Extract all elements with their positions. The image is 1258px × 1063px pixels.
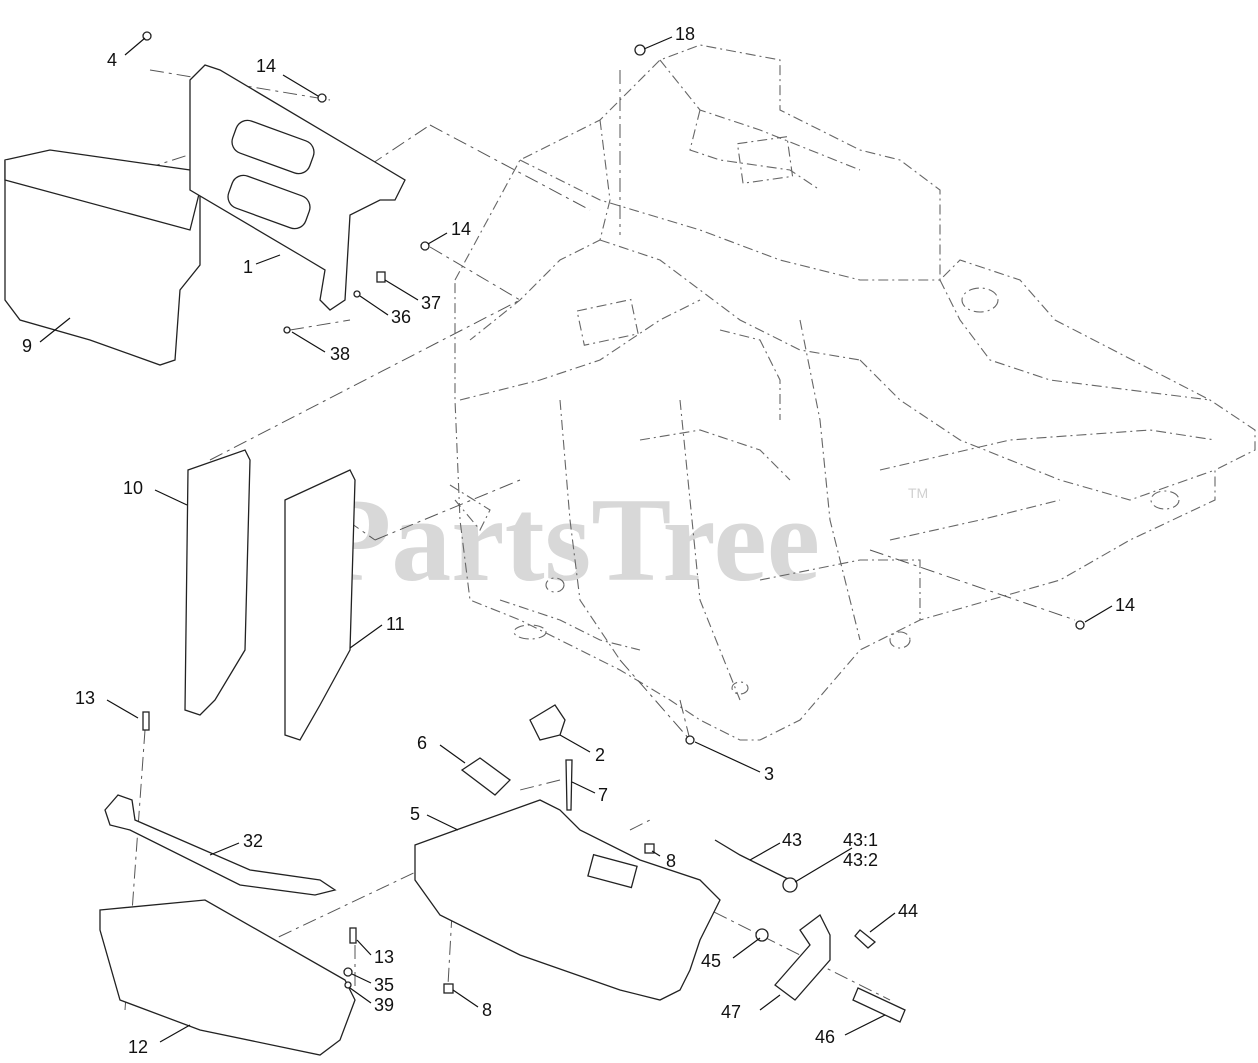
callout-46[interactable]: 46 [815, 1027, 835, 1047]
main-frame [449, 44, 1256, 741]
part-13-screw-left[interactable] [142, 711, 150, 731]
callout-1[interactable]: 1 [243, 257, 253, 277]
part-36-washer[interactable] [353, 290, 361, 298]
callout-14-a[interactable]: 14 [256, 56, 276, 76]
callout-36[interactable]: 36 [391, 307, 411, 327]
callout-32[interactable]: 32 [243, 831, 263, 851]
callout-7[interactable]: 7 [598, 785, 608, 805]
callout-14-c[interactable]: 14 [1115, 595, 1135, 615]
part-2-cap[interactable] [529, 704, 566, 741]
callout-13-b[interactable]: 13 [374, 947, 394, 967]
part-37-clip[interactable] [376, 271, 386, 283]
callout-12[interactable]: 12 [128, 1037, 148, 1057]
callout-43[interactable]: 43 [782, 830, 802, 850]
callout-37[interactable]: 37 [421, 293, 441, 313]
part-13-screw-lower[interactable] [349, 927, 357, 944]
part-32-bracket[interactable] [104, 794, 337, 896]
callout-35[interactable]: 35 [374, 975, 394, 995]
callout-11[interactable]: 11 [386, 614, 405, 634]
callout-38[interactable]: 38 [330, 344, 350, 364]
part-43-harness[interactable] [714, 839, 791, 881]
callout-18[interactable]: 18 [675, 24, 695, 44]
part-44-spring[interactable] [854, 929, 877, 949]
part-1-bracket[interactable] [189, 64, 406, 311]
part-14-bolt-top[interactable] [317, 93, 327, 103]
callout-8-a[interactable]: 8 [666, 851, 676, 871]
part-8-nut-upper[interactable] [644, 843, 655, 854]
part-35-washer[interactable] [343, 967, 353, 977]
part-46-pin[interactable] [852, 987, 906, 1023]
part-3-nut[interactable] [685, 735, 695, 745]
callout-9[interactable]: 9 [22, 336, 32, 356]
watermark-text: PartsTree [318, 473, 820, 606]
part-38-screw[interactable] [283, 326, 291, 334]
part-43-connector[interactable] [782, 877, 798, 893]
part-6-sleeve[interactable] [460, 757, 511, 796]
part-14-bolt-mid[interactable] [420, 241, 430, 251]
callout-6[interactable]: 6 [417, 733, 427, 753]
part-7-bolt[interactable] [565, 759, 573, 811]
part-11-pad[interactable] [284, 469, 356, 741]
part-5-cover[interactable] [414, 799, 721, 1001]
callout-47[interactable]: 47 [721, 1002, 741, 1022]
leader-lines [39, 36, 1113, 1043]
part-5-label-plate [587, 853, 638, 889]
part-39-spacer[interactable] [344, 981, 352, 989]
callout-14-b[interactable]: 14 [451, 219, 471, 239]
callout-39[interactable]: 39 [374, 995, 394, 1015]
callout-4[interactable]: 4 [107, 50, 117, 70]
part-14-bolt-right[interactable] [1075, 620, 1085, 630]
callout-44[interactable]: 44 [898, 901, 918, 921]
callout-10[interactable]: 10 [123, 478, 143, 498]
callout-2[interactable]: 2 [595, 745, 605, 765]
part-18-nut[interactable] [634, 44, 646, 56]
watermark-trademark: TM [908, 485, 928, 501]
part-8-nut-lower[interactable] [443, 983, 454, 994]
callout-45[interactable]: 45 [701, 951, 721, 971]
callout-labels: 4 14 18 1 9 14 37 36 38 10 11 14 13 2 6 … [22, 24, 1135, 1057]
part-10-pad[interactable] [184, 449, 251, 716]
callout-8-b[interactable]: 8 [482, 1000, 492, 1020]
callout-5[interactable]: 5 [410, 804, 420, 824]
callout-43-2[interactable]: 43:2 [843, 850, 878, 870]
part-9-edge [4, 160, 201, 231]
part-12-plate[interactable] [99, 899, 356, 1056]
callout-3[interactable]: 3 [764, 764, 774, 784]
callout-43-1[interactable]: 43:1 [843, 830, 878, 850]
callout-13-a[interactable]: 13 [75, 688, 95, 708]
part-47-lever[interactable] [774, 914, 831, 1001]
